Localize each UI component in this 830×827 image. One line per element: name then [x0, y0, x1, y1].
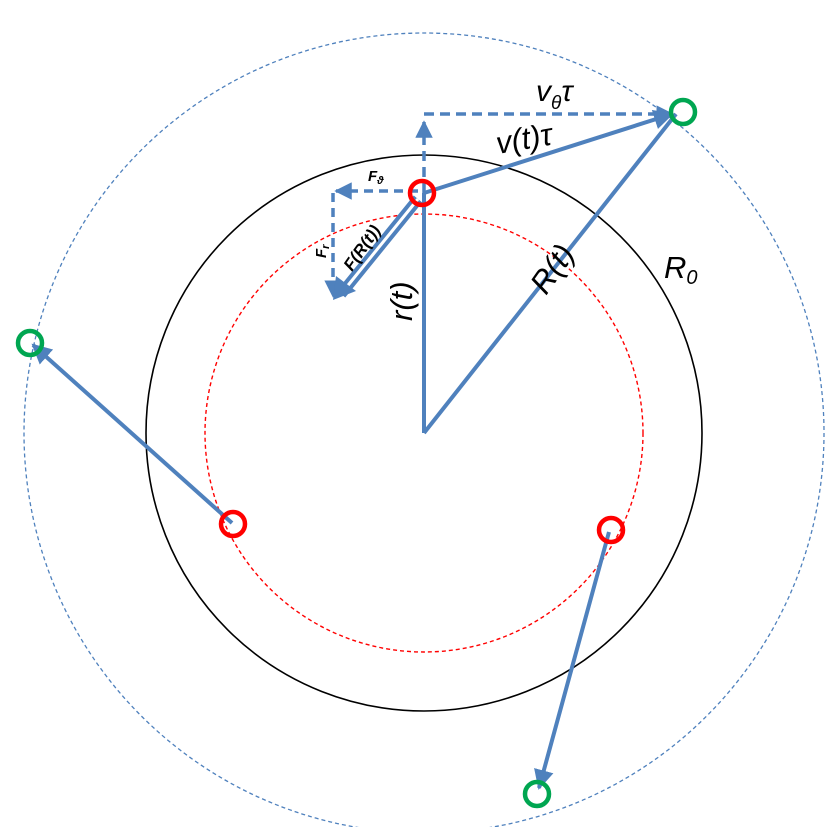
- outer-dashed-circle: [23, 32, 825, 827]
- end-marker-left: [15, 328, 45, 358]
- label-F-theta-main: F: [368, 168, 378, 185]
- label-F-theta: Fϑ: [368, 168, 384, 187]
- label-R0-sub: 0: [686, 267, 697, 289]
- start-marker-right: [596, 515, 626, 545]
- label-v-theta-tau: vθτ: [536, 75, 574, 114]
- start-marker-top: [407, 178, 437, 208]
- force-arrow-core: [343, 198, 420, 290]
- end-marker-top-right: [668, 97, 698, 127]
- force-arrowhead: [333, 276, 356, 300]
- label-F-r: Fr: [313, 244, 332, 258]
- right-particle-arrow: [534, 531, 611, 790]
- label-F-r-main: F: [313, 248, 330, 258]
- left-particle-arrow: [31, 343, 234, 525]
- label-v-theta-tail: τ: [561, 75, 574, 108]
- label-F-r-sub: r: [320, 244, 332, 249]
- label-v-theta-sub: θ: [551, 93, 562, 114]
- label-r-t: r(t): [384, 281, 419, 321]
- R-t-radius-line: [422, 112, 678, 435]
- label-v-theta-main: v: [536, 75, 553, 108]
- start-marker-left: [218, 509, 248, 539]
- label-F-theta-sub: ϑ: [376, 175, 384, 187]
- label-R0-main: R: [664, 250, 686, 285]
- end-marker-bottom: [522, 779, 552, 809]
- v-t-tau-arrow: [423, 109, 674, 195]
- label-R0: R0: [664, 250, 698, 289]
